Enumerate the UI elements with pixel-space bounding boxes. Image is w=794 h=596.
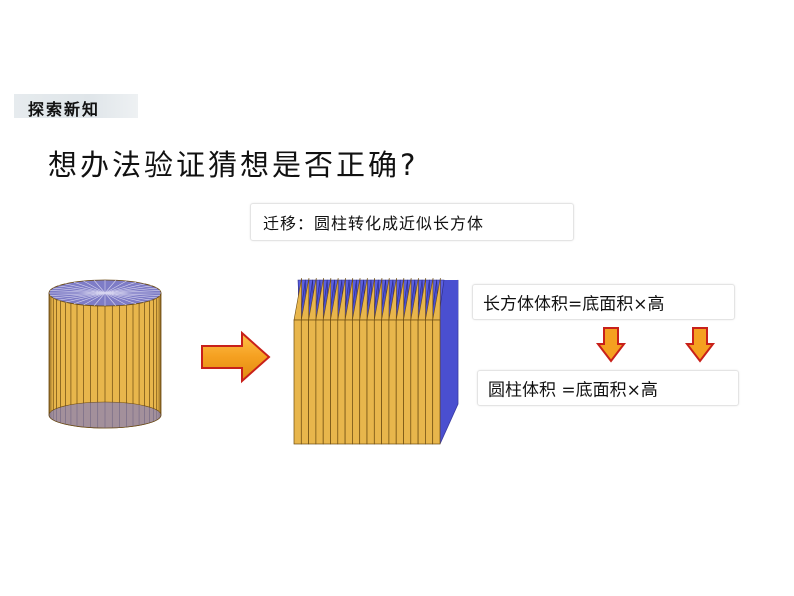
cylinder-top-radius	[104, 292, 145, 303]
cuboid-front-strip	[432, 319, 441, 445]
cuboid-front-strip	[410, 319, 419, 445]
cylinder-top-radius	[65, 292, 106, 303]
cylinder-top-radius	[73, 281, 106, 294]
cylinder-top-radius	[50, 292, 106, 296]
cuboid-front-strip	[337, 319, 346, 445]
cuboid-formula-box: 长方体体积=底面积×高	[472, 284, 735, 320]
cuboid-front-strip	[373, 319, 382, 445]
cylinder-top-radius	[104, 280, 127, 294]
transfer-label: 迁移：圆柱转化成近似长方体	[263, 214, 485, 233]
cuboid-front-strips	[293, 319, 441, 445]
cylinder-top-radius	[73, 292, 106, 305]
cuboid-front-strip	[425, 319, 434, 445]
cuboid-front-strip	[395, 319, 404, 445]
cylinder-formula-box: 圆柱体积 =底面积×高	[477, 370, 739, 406]
down-arrow-icon	[595, 327, 627, 363]
cuboid-strip-tip	[293, 277, 302, 321]
cylinder-top-radius	[53, 287, 106, 294]
cylinder-top-radius	[65, 283, 106, 294]
cuboid-front-strip	[300, 319, 309, 445]
cylinder-bottom-base	[48, 401, 162, 429]
cylinder-illustration	[48, 279, 162, 429]
cuboid-front-strip	[417, 319, 426, 445]
cylinder-top-radius	[58, 292, 106, 301]
cylinder-top-radius	[104, 287, 157, 294]
cylinder-top-radius	[53, 292, 106, 299]
cuboid-front-strip	[315, 319, 324, 445]
cylinder-top-radius	[104, 292, 152, 301]
section-tag: 探索新知	[14, 93, 138, 119]
down-arrow-icon	[684, 327, 716, 363]
cylinder-top-base	[48, 279, 162, 307]
question-heading: 想办法验证猜想是否正确?	[48, 148, 419, 182]
cuboid-front-strip	[322, 319, 331, 445]
cuboid-front-strip	[293, 319, 302, 445]
transfer-label-box: 迁移：圆柱转化成近似长方体	[250, 203, 574, 241]
right-arrow-icon	[201, 330, 271, 384]
cuboid-top-wedges	[293, 277, 458, 321]
cylinder-formula: 圆柱体积 =底面积×高	[488, 380, 658, 401]
cylinder-top-radius	[104, 292, 137, 305]
cuboid-front-strip	[330, 319, 339, 445]
section-tag-label: 探索新知	[28, 100, 101, 119]
cylinder-top-radius	[93, 292, 106, 306]
cylinder-top-radius	[83, 280, 106, 294]
cylinder-top-radius	[104, 292, 157, 299]
cuboid-front-strip	[403, 319, 412, 445]
cuboid-front-strip	[381, 319, 390, 445]
cylinder-top-radius	[50, 290, 106, 294]
cylinder-top-radius	[58, 285, 106, 294]
cylinder-top-radius	[104, 280, 117, 294]
cylinder-top-radius	[104, 292, 127, 306]
cylinder-top-radius	[104, 292, 160, 296]
cuboid-front-strip	[388, 319, 397, 445]
cuboid-front-strip	[344, 319, 353, 445]
cylinder-top-radius	[104, 283, 145, 294]
cylinder-top-radius	[104, 281, 137, 294]
cuboid-front-strip	[366, 319, 375, 445]
cylinder-top-radius	[104, 292, 117, 306]
cylinder-top-radius	[83, 292, 106, 306]
cylinder-top-radius	[93, 280, 106, 294]
cylinder-top-radius	[104, 285, 152, 294]
cuboid-front-strip	[352, 319, 361, 445]
cuboid-front-strip	[359, 319, 368, 445]
cuboid-illustration	[293, 277, 459, 445]
cuboid-front-strip	[308, 319, 317, 445]
cylinder-top-radius	[104, 290, 160, 294]
cuboid-formula: 长方体体积=底面积×高	[483, 294, 665, 315]
